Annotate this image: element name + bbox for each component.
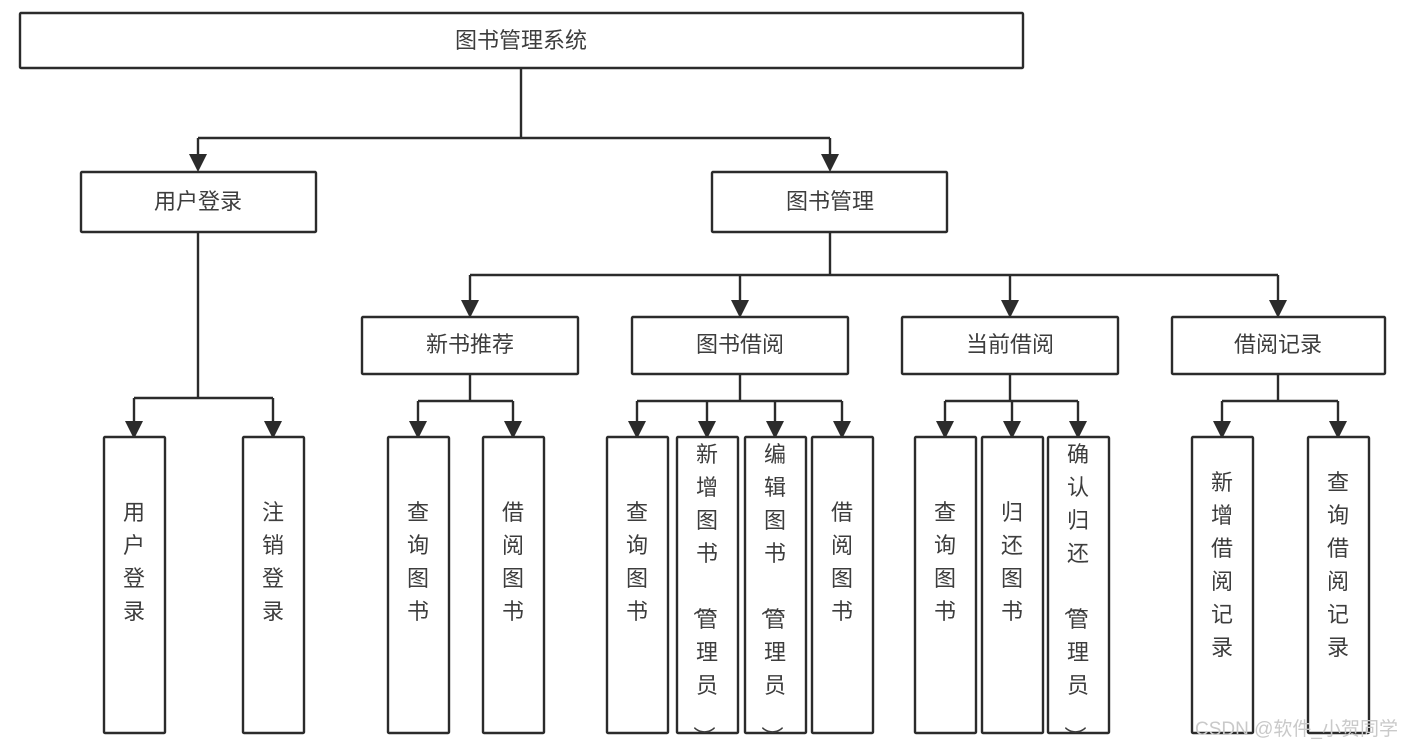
connector-borrow-record-to-leaves <box>1213 374 1347 439</box>
node-leaf-borrow-book-1[interactable]: 借阅图书 <box>481 435 546 735</box>
node-leaf-user-login[interactable]: 用户登录 <box>102 435 167 735</box>
arrow-to-current-borrow <box>1001 300 1019 318</box>
node-leaf-add-book-label: 新增图书（管理员） <box>691 442 718 747</box>
arrow-to-new-book-recommend <box>461 300 479 318</box>
node-leaf-add-book[interactable]: 新增图书（管理员） <box>675 435 740 747</box>
node-leaf-logout[interactable]: 注销登录 <box>241 435 306 735</box>
connector-user-login-to-leaves <box>125 232 282 439</box>
watermark: CSDN @软件_小贺同学 <box>1195 718 1398 740</box>
node-leaf-logout-label: 注销登录 <box>262 500 284 624</box>
connector-new-book-recommend-to-leaves <box>409 374 522 439</box>
node-leaf-add-record-label: 新增借阅记录 <box>1211 470 1233 660</box>
node-leaf-edit-book[interactable]: 编辑图书（管理员） <box>743 435 808 747</box>
node-book-borrow[interactable]: 图书借阅 <box>630 315 850 376</box>
node-book-manage[interactable]: 图书管理 <box>710 170 949 234</box>
node-book-borrow-label: 图书借阅 <box>696 332 784 357</box>
node-leaf-user-login-label: 用户登录 <box>123 500 145 624</box>
node-leaf-add-record[interactable]: 新增借阅记录 <box>1190 435 1255 735</box>
connector-current-borrow-to-leaves <box>936 374 1087 439</box>
node-root-label: 图书管理系统 <box>455 28 587 53</box>
node-borrow-record[interactable]: 借阅记录 <box>1170 315 1387 376</box>
node-leaf-query-book-3-label: 查询图书 <box>934 500 956 624</box>
node-leaf-confirm-return-label: 确认归还（管理员） <box>1062 442 1089 747</box>
node-user-login[interactable]: 用户登录 <box>79 170 318 234</box>
node-leaf-query-book-2-label: 查询图书 <box>626 500 648 624</box>
arrow-to-book-borrow <box>731 300 749 318</box>
arrow-to-book-manage <box>821 154 839 172</box>
node-leaf-query-book-1-label: 查询图书 <box>407 500 429 624</box>
node-leaf-edit-book-label: 编辑图书（管理员） <box>759 442 786 747</box>
arrow-to-borrow-record <box>1269 300 1287 318</box>
node-leaf-query-record[interactable]: 查询借阅记录 <box>1306 435 1371 735</box>
node-leaf-borrow-book-2[interactable]: 借阅图书 <box>810 435 875 735</box>
node-user-login-label: 用户登录 <box>154 189 242 214</box>
node-new-book-recommend-label: 新书推荐 <box>426 332 514 357</box>
node-leaf-query-book-1[interactable]: 查询图书 <box>386 435 451 735</box>
node-root[interactable]: 图书管理系统 <box>18 11 1025 70</box>
node-current-borrow-label: 当前借阅 <box>966 332 1054 357</box>
arrow-to-user-login <box>189 154 207 172</box>
connector-book-manage-to-level3 <box>461 232 1287 318</box>
node-leaf-query-book-2[interactable]: 查询图书 <box>605 435 670 735</box>
node-borrow-record-label: 借阅记录 <box>1234 332 1322 357</box>
node-current-borrow[interactable]: 当前借阅 <box>900 315 1120 376</box>
node-leaf-query-book-3[interactable]: 查询图书 <box>913 435 978 735</box>
node-leaf-query-record-label: 查询借阅记录 <box>1327 470 1349 660</box>
node-leaf-borrow-book-1-label: 借阅图书 <box>502 500 524 624</box>
node-leaf-return-book-label: 归还图书 <box>1001 500 1023 624</box>
connector-root-to-level2 <box>189 68 839 172</box>
node-book-manage-label: 图书管理 <box>786 189 874 214</box>
node-leaf-confirm-return[interactable]: 确认归还（管理员） <box>1046 435 1111 747</box>
node-new-book-recommend[interactable]: 新书推荐 <box>360 315 580 376</box>
connector-book-borrow-to-leaves <box>628 374 851 439</box>
node-leaf-return-book[interactable]: 归还图书 <box>980 435 1045 735</box>
node-leaf-borrow-book-2-label: 借阅图书 <box>831 500 853 624</box>
